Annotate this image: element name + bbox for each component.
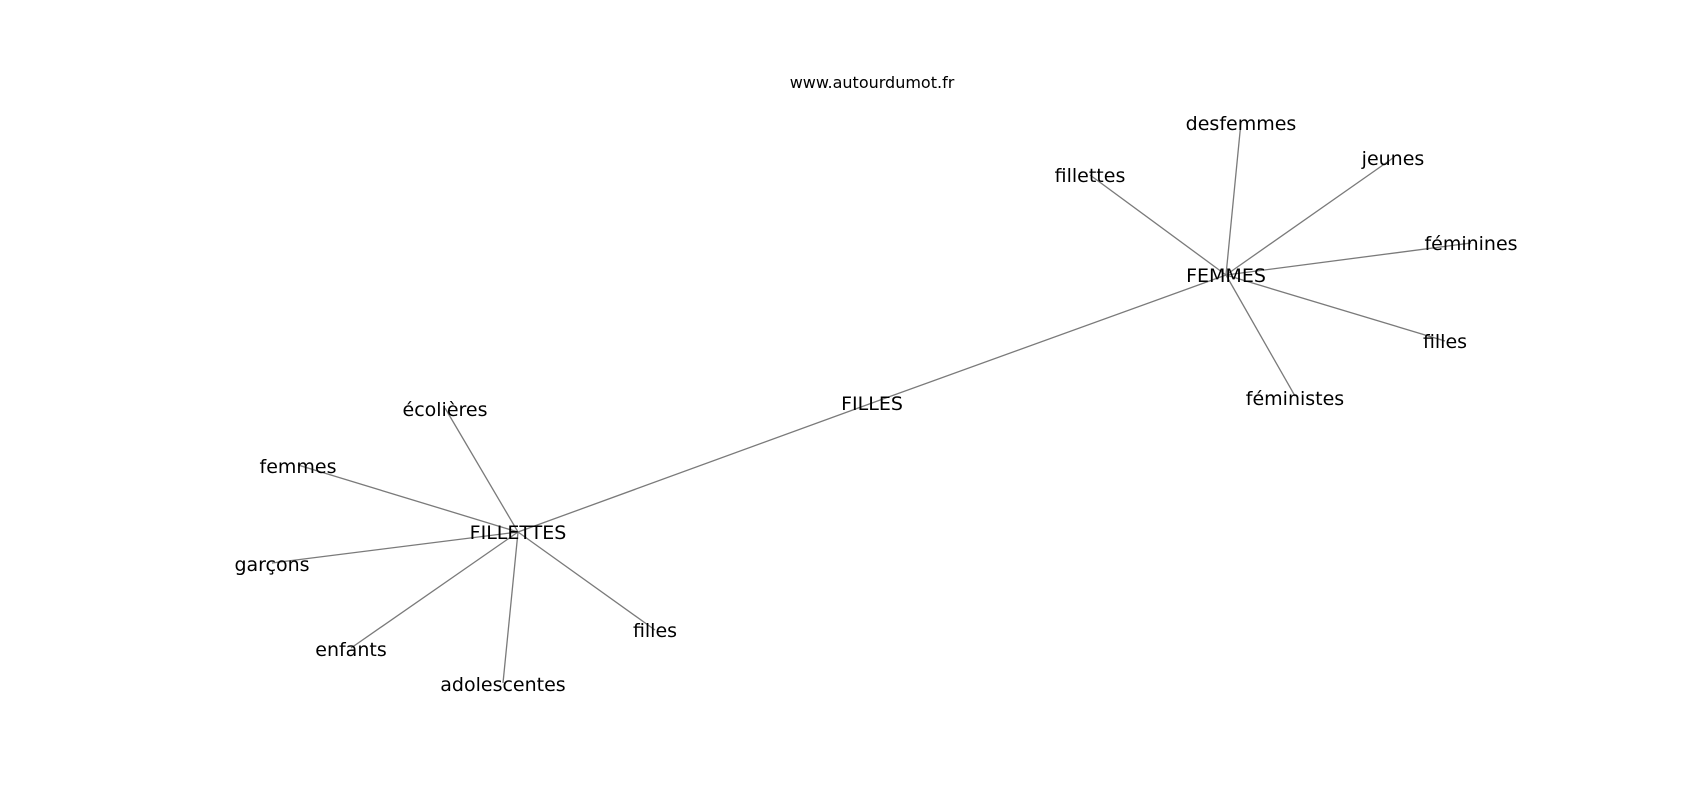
edge-femmes-femmes_fillettes [1089, 174, 1227, 276]
node-fillettes-filles: filles [633, 620, 677, 642]
edges-layer [271, 121, 1472, 684]
node-femmes-desfemmes: desfemmes [1186, 113, 1297, 135]
edge-fillettes-fillettes_femmes [297, 464, 519, 533]
edge-fillettes-fillettes_garcons [271, 531, 519, 564]
nodes-layer: FILLES FEMMES FILLETTES desfemmes jeunes fill… [234, 113, 1517, 696]
node-femmes: FEMMES [1186, 265, 1266, 287]
edge-fillettes-fillettes_filles [517, 531, 656, 631]
node-fillettes-femmes: femmes [260, 456, 337, 478]
node-femmes-fillettes: fillettes [1055, 165, 1126, 187]
edge-femmes-femmes_desfemmes [1225, 121, 1242, 276]
node-fillettes-garcons: garçons [234, 554, 309, 576]
edge-femmes-femmes_feminines [1225, 242, 1472, 276]
node-fillettes: FILLETTES [470, 522, 567, 544]
node-fillettes-ecolieres: écolières [403, 399, 488, 421]
node-femmes-feminines: féminines [1424, 233, 1517, 255]
edge-fillettes-fillettes_adolescentes [502, 531, 519, 684]
node-femmes-filles: filles [1423, 331, 1467, 353]
edge-femmes-femmes_filles [1225, 274, 1446, 342]
node-femmes-feministes: féministes [1246, 388, 1344, 410]
edge-filles-fillettes [517, 402, 873, 533]
site-watermark: www.autourdumot.fr [790, 73, 955, 92]
edge-fillettes-fillettes_ecolieres [444, 407, 519, 533]
edge-femmes-femmes_jeunes [1225, 157, 1394, 276]
node-filles: FILLES [841, 393, 903, 415]
edge-filles-femmes [871, 274, 1227, 404]
node-fillettes-adolescentes: adolescentes [440, 674, 565, 696]
edge-fillettes-fillettes_enfants [350, 531, 519, 649]
node-fillettes-enfants: enfants [315, 639, 386, 661]
edge-femmes-femmes_feministes [1225, 274, 1296, 397]
node-femmes-jeunes: jeunes [1361, 148, 1425, 170]
